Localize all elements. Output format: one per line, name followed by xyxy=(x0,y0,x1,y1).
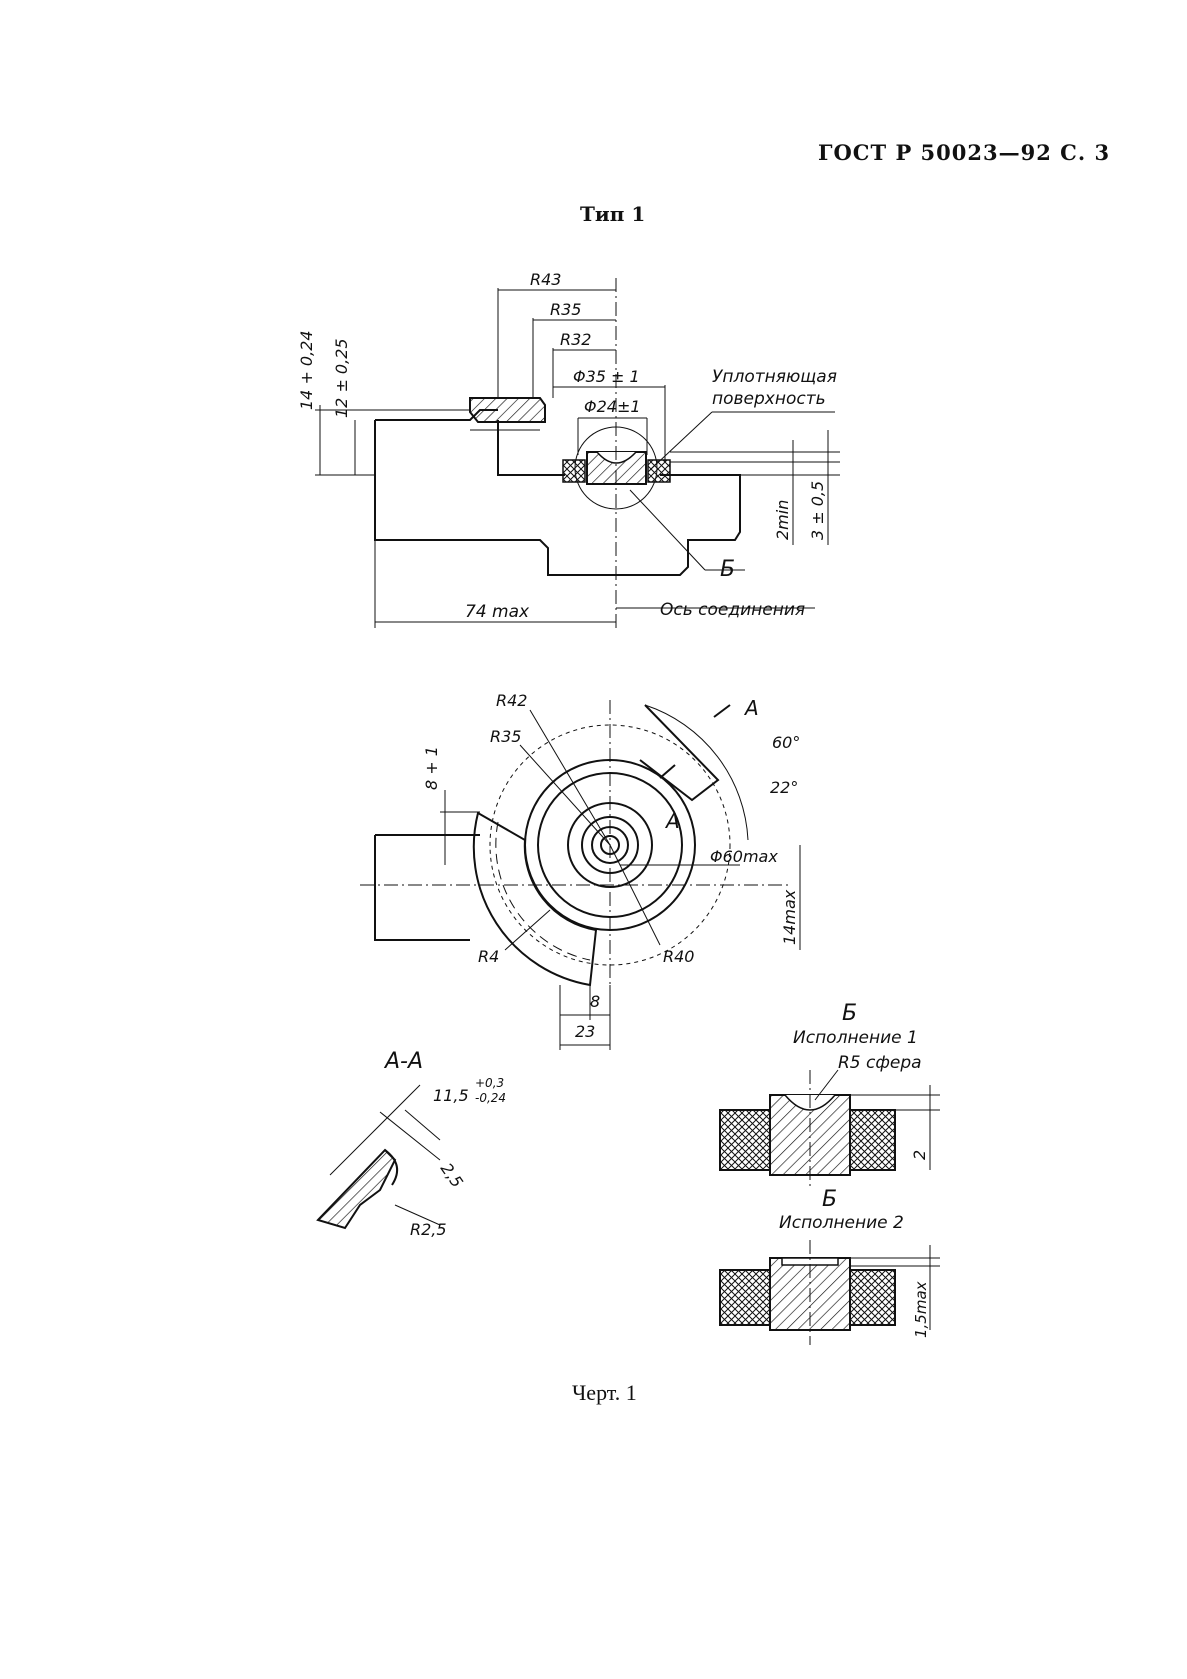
radius-r4-label: R4 xyxy=(478,947,499,966)
radius-r40-label: R40 xyxy=(663,947,694,966)
radius-r43-label: R43 xyxy=(530,270,561,289)
dim-14max-label: 14max xyxy=(780,889,799,945)
length-74max-label: 74 max xyxy=(465,602,530,622)
diameter-60max-label: Φ60max xyxy=(710,847,778,866)
detail-1-ref: Б xyxy=(842,1001,857,1026)
dim-8-1-label: 8 + 1 xyxy=(422,746,441,790)
detail-2-variant: Исполнение 2 xyxy=(779,1213,904,1233)
detail-1-variant: Исполнение 1 xyxy=(793,1028,918,1048)
sealing-label-line1: Уплотняющая xyxy=(712,367,837,387)
section-radius-r2-5: R2,5 xyxy=(410,1220,447,1239)
standard-reference: ГОСТ Р 50023—92 С. 3 xyxy=(818,140,1111,165)
angle-60-label: 60° xyxy=(772,733,800,752)
detail-1-dim: 2 xyxy=(910,1150,929,1160)
dim-8-plan-label: 8 xyxy=(590,992,600,1011)
dim-12-label: 12 ± 0,25 xyxy=(332,338,351,418)
plan-view: R42 R35 R40 R4 8 + 1 A A 60° 22° Φ60max … xyxy=(360,691,801,1050)
angle-22-label: 22° xyxy=(770,778,798,797)
axis-label: Ось соединения xyxy=(660,600,805,620)
section-dim-11-5: 11,5 xyxy=(433,1086,469,1105)
section-aa: A-A 11,5 +0,3 -0,24 2,5 R2,5 xyxy=(316,1049,506,1239)
drawing-type-title: Тип 1 xyxy=(580,202,646,226)
radius-r32-label: R32 xyxy=(560,330,591,349)
sealing-label-line2: поверхность xyxy=(712,389,826,409)
detail-1-note: R5 сфера xyxy=(838,1053,922,1073)
detail-2-dim: 1,5max xyxy=(912,1281,930,1338)
radius-r35-plan-label: R35 xyxy=(490,727,521,746)
dim-2min-label: 2min xyxy=(773,500,792,540)
section-mark-inner: A xyxy=(664,809,680,833)
dim-14-label: 14 + 0,24 xyxy=(297,330,316,410)
dim-3-label: 3 ± 0,5 xyxy=(808,481,827,540)
detail-b-variant-2: Б Исполнение 2 1,5max xyxy=(719,1187,940,1345)
section-mark-top: A xyxy=(743,696,759,720)
detail-b-ref: Б xyxy=(720,557,735,582)
section-aa-title: A-A xyxy=(383,1049,423,1074)
section-tol-lower: -0,24 xyxy=(475,1091,506,1105)
section-dim-2-5: 2,5 xyxy=(437,1159,467,1191)
radius-r35-label: R35 xyxy=(550,300,581,319)
diameter-24-label: Φ24±1 xyxy=(584,397,641,416)
top-view: R43 R35 R32 Φ35 ± 1 Φ24±1 Уплотняющая по… xyxy=(297,270,840,632)
detail-b-variant-1: Б Исполнение 1 R5 сфера 2 xyxy=(719,1001,940,1190)
dim-23-label: 23 xyxy=(575,1022,595,1041)
radius-r42-label: R42 xyxy=(496,691,527,710)
section-tol-upper: +0,3 xyxy=(475,1076,504,1090)
figure-caption: Черт. 1 xyxy=(572,1380,637,1405)
detail-2-ref: Б xyxy=(822,1187,837,1212)
diameter-35-label: Φ35 ± 1 xyxy=(573,367,640,386)
